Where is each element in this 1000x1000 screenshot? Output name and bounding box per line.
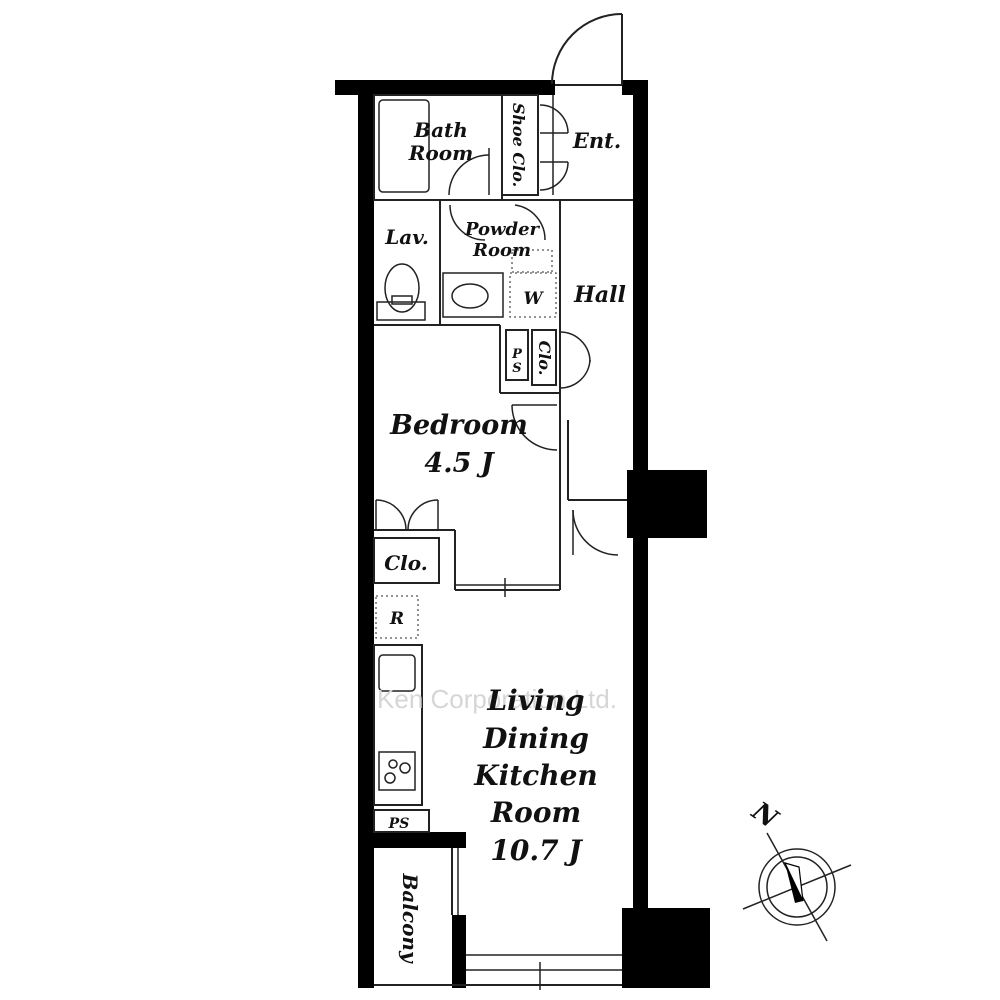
ldk-label-2: Dining — [482, 722, 589, 755]
pipe-space-label-s: S — [512, 361, 521, 376]
column-right — [627, 470, 707, 538]
washer-label: W — [523, 289, 544, 309]
closet-small-label: Clo. — [535, 341, 554, 376]
lavatory-label: Lav. — [384, 225, 429, 249]
exterior-walls — [335, 80, 710, 988]
refrigerator-label: R — [389, 609, 404, 629]
interior-partitions — [374, 199, 633, 597]
ldk-size: 10.7 J — [490, 834, 583, 867]
bedroom-label: Bedroom — [389, 410, 528, 441]
column-bottom-right — [622, 908, 710, 988]
watermark: Ken Corporation Ltd. — [377, 684, 617, 714]
compass — [742, 832, 852, 942]
pipe-space-kitchen-label: PS — [388, 816, 410, 832]
balcony-wall-stub — [374, 832, 466, 848]
bath-label: Bath — [413, 118, 468, 142]
ldk-label-1: Living — [486, 684, 584, 717]
ldk-label-4: Room — [490, 796, 581, 829]
shoe-closet-label: Shoe Clo. — [509, 103, 528, 187]
entrance-door — [551, 13, 623, 195]
left-wall — [358, 80, 374, 988]
bath-label-2: Room — [408, 141, 473, 165]
top-wall-left — [335, 80, 555, 95]
compass-north-label: N — [745, 796, 784, 835]
powder-label-2: Room — [472, 240, 531, 261]
bedroom-closet — [373, 499, 440, 584]
lavatory — [376, 263, 426, 321]
closet-label: Clo. — [384, 551, 427, 575]
ldk-label-3: Kitchen — [473, 759, 597, 792]
hall-label: Hall — [573, 282, 626, 308]
bedroom-size: 4.5 J — [424, 448, 495, 479]
bedroom-doors — [511, 404, 619, 556]
balcony-partition — [452, 915, 466, 988]
powder-label: Powder — [464, 219, 541, 240]
shoe-closet — [501, 94, 569, 196]
pipe-space-label-p: P — [511, 347, 523, 362]
balcony-label: Balcony — [398, 872, 422, 964]
entrance-label: Ent. — [572, 128, 621, 153]
balcony-area — [374, 848, 622, 990]
hall-closets — [505, 329, 591, 389]
kitchen-counter — [373, 595, 430, 833]
powder-room — [442, 204, 557, 318]
